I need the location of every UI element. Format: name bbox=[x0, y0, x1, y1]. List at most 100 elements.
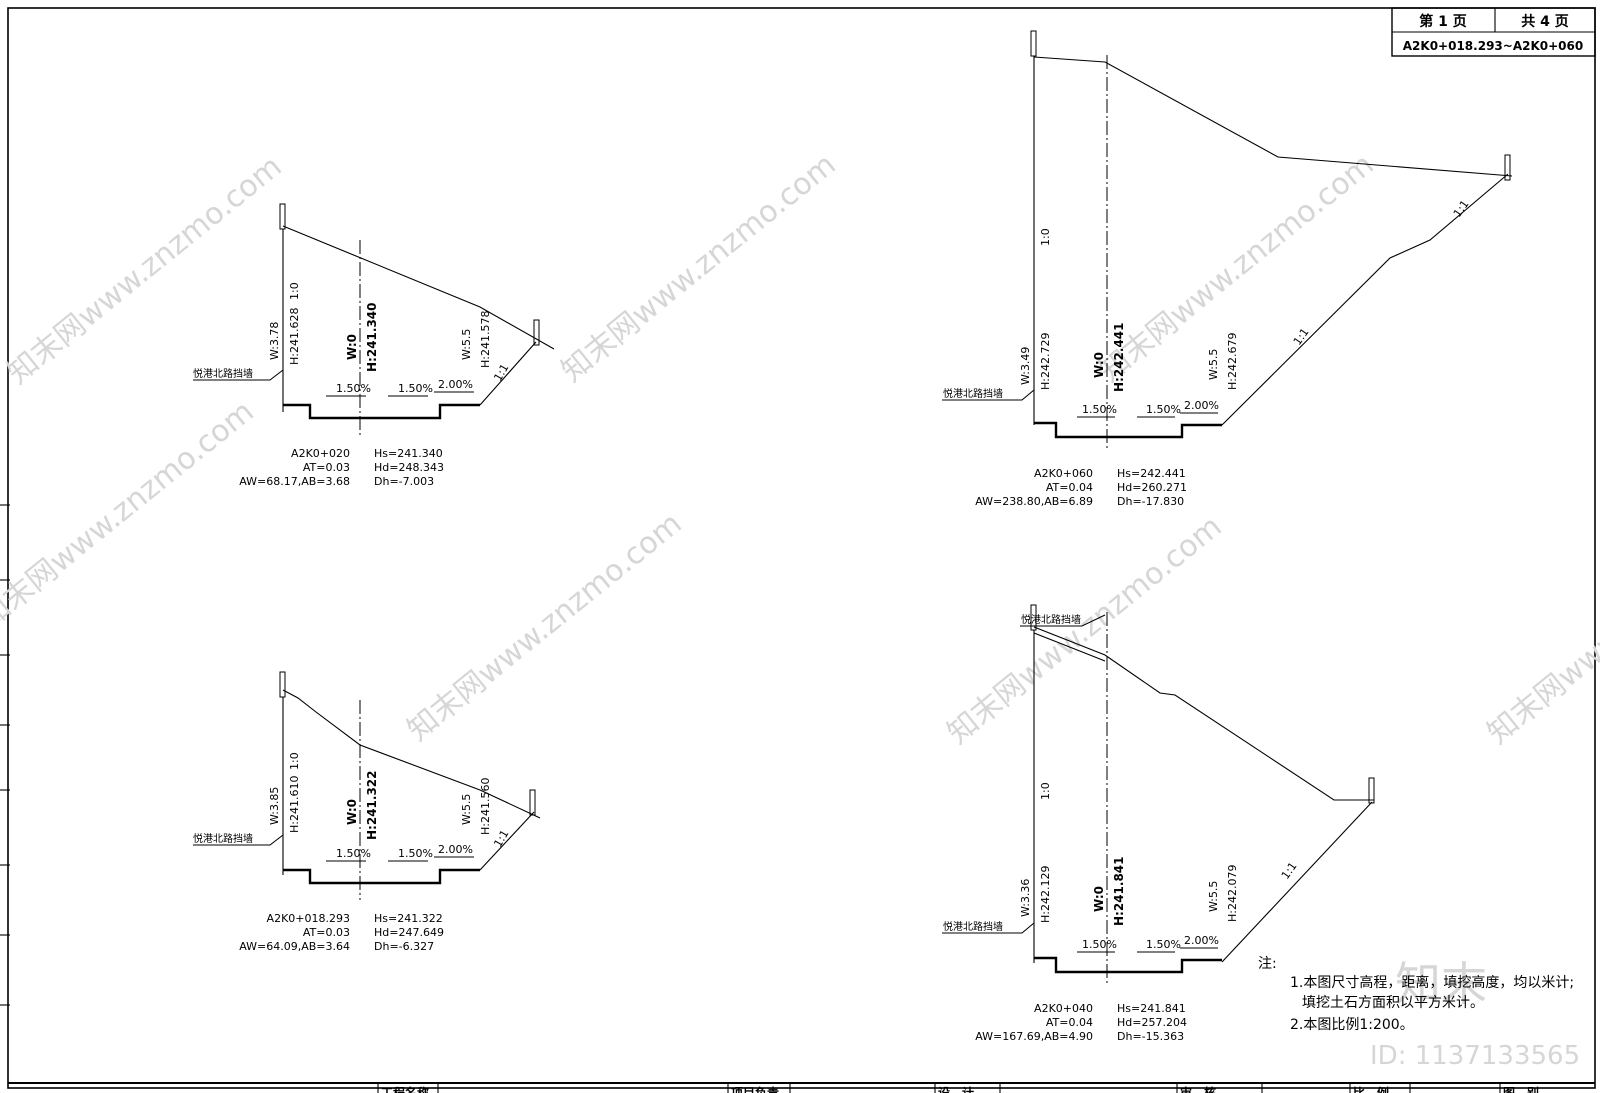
page-total: 共 4 页 bbox=[1521, 13, 1569, 30]
center-elevation-label: H:241.322 bbox=[365, 771, 379, 841]
fill-slope-lower-label: 1:1 bbox=[1291, 326, 1312, 348]
scale-label: 比 例 bbox=[1353, 1085, 1389, 1093]
hs-label: Hs=241.841 bbox=[1117, 1002, 1186, 1015]
hs-label: Hs=241.340 bbox=[374, 447, 443, 460]
grade-right: 1.50% bbox=[1146, 403, 1181, 416]
wall-label: 悦港北路挡墙 bbox=[943, 920, 1003, 933]
dh-label: Dh=-6.327 bbox=[374, 940, 434, 953]
sheet-border bbox=[7, 7, 1596, 1089]
grade-left: 1.50% bbox=[1082, 403, 1117, 416]
center-width-label: W:0 bbox=[1092, 352, 1106, 378]
grade-shoulder: 2.00% bbox=[1184, 399, 1219, 412]
watermark-id: ID: 1137133565 bbox=[1370, 1041, 1580, 1071]
hd-label: Hd=248.343 bbox=[374, 461, 444, 474]
at-label: AT=0.04 bbox=[1046, 1016, 1093, 1029]
drawing-no-label: 图 别 bbox=[1503, 1086, 1539, 1093]
left-width-label: W:3.78 bbox=[268, 322, 281, 360]
cut-slope-label: 1:0 bbox=[1039, 228, 1052, 246]
station-range: A2K0+018.293~A2K0+060 bbox=[1403, 39, 1583, 53]
grade-left: 1.50% bbox=[1082, 938, 1117, 951]
left-elevation-label: H:242.129 bbox=[1039, 866, 1052, 923]
center-width-label: W:0 bbox=[1092, 886, 1106, 912]
watermark-text: 知末网www.znzmo.com bbox=[1, 149, 288, 391]
at-label: AT=0.03 bbox=[303, 461, 350, 474]
left-width-label: W:3.36 bbox=[1019, 879, 1032, 917]
watermark-brand: 知末 bbox=[1395, 957, 1487, 1011]
aw-ab-label: AW=238.80,AB=6.89 bbox=[975, 495, 1093, 508]
dh-label: Dh=-7.003 bbox=[374, 475, 434, 488]
watermark-text: 知末网www.znzmo.com bbox=[555, 147, 842, 389]
right-width-label: W:5.5 bbox=[460, 329, 473, 360]
right-elevation-label: H:241.560 bbox=[479, 778, 492, 835]
project-name-label: 工程名称 bbox=[381, 1085, 429, 1093]
dh-label: Dh=-15.363 bbox=[1117, 1030, 1184, 1043]
right-width-label: W:5.5 bbox=[460, 794, 473, 825]
notes-line-3: 2.本图比例1:200。 bbox=[1290, 1017, 1414, 1033]
hd-label: Hd=247.649 bbox=[374, 926, 444, 939]
dh-label: Dh=-17.830 bbox=[1117, 495, 1184, 508]
fill-slope-label: 1:1 bbox=[1279, 860, 1300, 882]
bottom-title-bar: 工程名称 项目负责 设 计 审 核 比 例 图 别 bbox=[8, 1082, 1595, 1093]
left-margin-ticks bbox=[0, 504, 10, 1006]
grade-right: 1.50% bbox=[398, 382, 433, 395]
wall-label: 悦港北路挡墙 bbox=[943, 387, 1003, 400]
cross-section-a2k0-060: 悦港北路挡墙 W:3.49 H:242.729 1:0 W:0 H:242.44… bbox=[942, 30, 1513, 508]
grade-right: 1.50% bbox=[1146, 938, 1181, 951]
right-width-label: W:5.5 bbox=[1207, 881, 1220, 912]
wall-label: 悦港北路挡墙 bbox=[193, 367, 253, 380]
left-width-label: W:3.85 bbox=[268, 787, 281, 825]
grade-shoulder: 2.00% bbox=[438, 843, 473, 856]
title-block: 第 1 页 共 4 页 A2K0+018.293~A2K0+060 bbox=[1391, 7, 1596, 57]
station-label: A2K0+020 bbox=[291, 447, 350, 460]
aw-ab-label: AW=167.69,AB=4.90 bbox=[975, 1030, 1093, 1043]
watermark-text: 知末网www.znzmo.com bbox=[0, 394, 260, 636]
design-label: 设 计 bbox=[938, 1085, 974, 1093]
notes-block: 注: 1.本图尺寸高程，距离，填挖高度，均以米计; 填挖土石方面积以平方米计。 … bbox=[1258, 956, 1574, 1033]
grade-shoulder: 2.00% bbox=[1184, 934, 1219, 947]
grade-right: 1.50% bbox=[398, 847, 433, 860]
cross-section-a2k0-020: 悦港北路挡墙 W:3.78 H:241.628 1:0 W:0 H:241.34… bbox=[193, 203, 555, 488]
left-elevation-label: H:242.729 bbox=[1039, 333, 1052, 390]
notes-heading: 注: bbox=[1258, 956, 1277, 972]
center-width-label: W:0 bbox=[345, 799, 359, 825]
cross-section-a2k0-018: 悦港北路挡墙 W:3.85 H:241.610 1:0 W:0 H:241.32… bbox=[193, 671, 541, 953]
center-elevation-label: H:242.441 bbox=[1112, 323, 1126, 393]
watermark-layer: 知末网www.znzmo.com 知末网www.znzmo.com 知末网www… bbox=[0, 147, 1600, 1071]
left-elevation-label: H:241.628 bbox=[288, 308, 301, 365]
fill-slope-label: 1:1 bbox=[491, 828, 511, 850]
hs-label: Hs=242.441 bbox=[1117, 467, 1186, 480]
left-elevation-label: H:241.610 bbox=[288, 776, 301, 833]
grade-left: 1.50% bbox=[336, 847, 371, 860]
right-elevation-label: H:242.079 bbox=[1226, 865, 1239, 922]
left-width-label: W:3.49 bbox=[1019, 347, 1032, 385]
cut-slope-label: 1:0 bbox=[288, 282, 301, 300]
page-number: 第 1 页 bbox=[1419, 13, 1467, 30]
grade-left: 1.50% bbox=[336, 382, 371, 395]
fill-slope-upper-label: 1:1 bbox=[1451, 198, 1472, 220]
right-elevation-label: H:242.679 bbox=[1226, 333, 1239, 390]
aw-ab-label: AW=64.09,AB=3.64 bbox=[239, 940, 350, 953]
aw-ab-label: AW=68.17,AB=3.68 bbox=[239, 475, 350, 488]
wall-label-top: 悦港北路挡墙 bbox=[1021, 613, 1081, 626]
cut-slope-label: 1:0 bbox=[1039, 782, 1052, 800]
notes-line-2: 填挖土石方面积以平方米计。 bbox=[1302, 995, 1484, 1011]
grade-shoulder: 2.00% bbox=[438, 378, 473, 391]
right-elevation-label: H:241.578 bbox=[479, 311, 492, 368]
project-lead-label: 项目负责 bbox=[731, 1085, 779, 1093]
station-label: A2K0+060 bbox=[1034, 467, 1093, 480]
hs-label: Hs=241.322 bbox=[374, 912, 443, 925]
right-width-label: W:5.5 bbox=[1207, 349, 1220, 380]
center-width-label: W:0 bbox=[345, 334, 359, 360]
watermark-text: 知末网www.znzmo.com bbox=[401, 506, 688, 748]
fill-slope-label: 1:1 bbox=[491, 362, 511, 384]
hd-label: Hd=257.204 bbox=[1117, 1016, 1187, 1029]
at-label: AT=0.04 bbox=[1046, 481, 1093, 494]
cross-section-a2k0-040: 悦港北路挡墙 悦港北路挡墙 W:3.36 H:242.129 1:0 W:0 H… bbox=[942, 604, 1375, 1043]
watermark-text: 知末网www.znzmo.com bbox=[941, 509, 1228, 751]
review-label: 审 核 bbox=[1180, 1085, 1216, 1093]
center-elevation-label: H:241.841 bbox=[1112, 857, 1126, 927]
watermark-text: 知末网www.znzmo.com bbox=[1481, 509, 1600, 751]
center-elevation-label: H:241.340 bbox=[365, 303, 379, 373]
notes-line-1: 1.本图尺寸高程，距离，填挖高度，均以米计; bbox=[1290, 974, 1574, 991]
